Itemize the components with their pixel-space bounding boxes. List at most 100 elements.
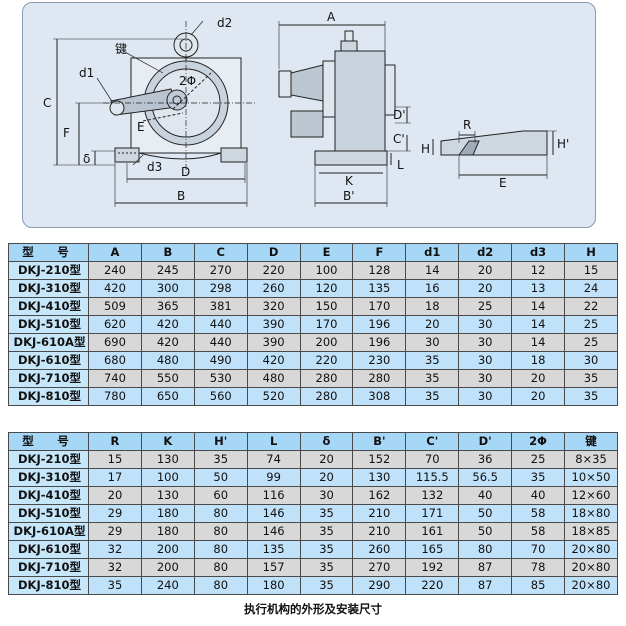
value-cell: 420	[88, 279, 142, 298]
value-cell: 18×85	[564, 522, 618, 541]
label-d-prime: D'	[393, 108, 406, 122]
value-cell: 130	[352, 468, 407, 487]
model-cell: DKJ-410型	[8, 297, 89, 316]
model-cell: DKJ-610A型	[8, 333, 89, 352]
value-cell: 420	[140, 333, 195, 352]
value-cell: 240	[88, 261, 142, 280]
label-b: B	[177, 189, 185, 203]
label-r: R	[463, 118, 471, 132]
side-body	[334, 50, 386, 152]
table-header-cell: F	[352, 243, 407, 262]
value-cell: 280	[352, 369, 407, 388]
value-cell: 58	[511, 504, 566, 523]
value-cell: 20	[405, 315, 460, 334]
label-d1: d1	[79, 66, 94, 80]
value-cell: 50	[458, 504, 513, 523]
value-cell: 420	[140, 315, 195, 334]
value-cell: 170	[299, 315, 354, 334]
value-cell: 70	[405, 450, 460, 469]
value-cell: 390	[246, 315, 301, 334]
value-cell: 18×80	[564, 504, 618, 523]
model-cell: DKJ-410型	[8, 486, 89, 505]
value-cell: 130	[140, 450, 195, 469]
value-cell: 280	[299, 369, 354, 388]
value-cell: 162	[352, 486, 407, 505]
value-cell: 20	[458, 261, 513, 280]
value-cell: 14	[511, 297, 566, 316]
value-cell: 280	[299, 387, 354, 406]
value-cell: 10×50	[564, 468, 618, 487]
label-b-prime: B'	[343, 189, 355, 203]
table-header-cell: d3	[511, 243, 566, 262]
value-cell: 365	[140, 297, 195, 316]
value-cell: 20	[511, 369, 566, 388]
base-plate	[440, 130, 548, 156]
value-cell: 320	[246, 297, 301, 316]
value-cell: 115.5	[405, 468, 460, 487]
value-cell: 18	[405, 297, 460, 316]
model-cell: DKJ-510型	[8, 504, 89, 523]
value-cell: 100	[299, 261, 354, 280]
drawing-panel: d2 键 d1 C F δ E 2Φ d3 D B A D' C' L K B'…	[22, 2, 596, 228]
value-cell: 30	[458, 387, 513, 406]
model-cell: DKJ-610A型	[8, 522, 89, 541]
value-cell: 15	[564, 261, 618, 280]
value-cell: 210	[352, 504, 407, 523]
model-cell: DKJ-710型	[8, 558, 89, 577]
value-cell: 50	[193, 468, 248, 487]
value-cell: 35	[299, 522, 354, 541]
table-header-cell: A	[88, 243, 142, 262]
value-cell: 132	[405, 486, 460, 505]
table-header-cell: δ	[299, 432, 354, 451]
value-cell: 690	[88, 333, 142, 352]
value-cell: 35	[299, 558, 354, 577]
value-cell: 35	[193, 450, 248, 469]
value-cell: 440	[193, 315, 248, 334]
table-header-cell: d1	[405, 243, 460, 262]
value-cell: 650	[140, 387, 195, 406]
table-header-cell: 型 号	[8, 243, 89, 262]
value-cell: 135	[246, 540, 301, 559]
table-header-cell: D'	[458, 432, 513, 451]
label-f: F	[63, 126, 70, 140]
table-header-cell: d2	[458, 243, 513, 262]
value-cell: 128	[352, 261, 407, 280]
value-cell: 80	[193, 540, 248, 559]
value-cell: 12	[511, 261, 566, 280]
table-header-row: 型 号 A B C D E F d1 d2 d3 H	[8, 243, 618, 262]
value-cell: 120	[299, 279, 354, 298]
table-header-cell: L	[246, 432, 301, 451]
value-cell: 29	[88, 504, 142, 523]
label-l: L	[397, 158, 404, 172]
value-cell: 40	[458, 486, 513, 505]
value-cell: 270	[352, 558, 407, 577]
value-cell: 260	[246, 279, 301, 298]
label-a: A	[327, 10, 336, 24]
label-c: C	[43, 96, 51, 110]
value-cell: 50	[458, 522, 513, 541]
value-cell: 146	[246, 504, 301, 523]
value-cell: 85	[511, 576, 566, 595]
table-header-cell: K	[140, 432, 195, 451]
value-cell: 220	[299, 351, 354, 370]
value-cell: 180	[140, 504, 195, 523]
value-cell: 480	[246, 369, 301, 388]
value-cell: 14	[405, 261, 460, 280]
value-cell: 70	[511, 540, 566, 559]
value-cell: 35	[299, 576, 354, 595]
value-cell: 270	[193, 261, 248, 280]
label-d2: d2	[217, 16, 232, 30]
model-cell: DKJ-210型	[8, 261, 89, 280]
value-cell: 100	[140, 468, 195, 487]
value-cell: 520	[246, 387, 301, 406]
value-cell: 210	[352, 522, 407, 541]
value-cell: 220	[405, 576, 460, 595]
value-cell: 35	[564, 369, 618, 388]
